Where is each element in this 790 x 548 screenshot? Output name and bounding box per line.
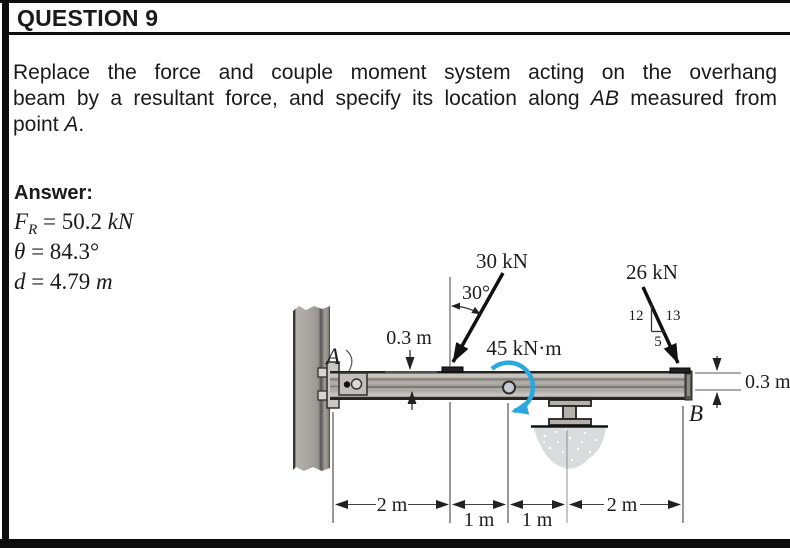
- footing-speckles: [543, 429, 598, 462]
- problem-text: measured from: [618, 87, 777, 110]
- problem-text-italic: A: [64, 113, 79, 136]
- slope-12-label: 12: [629, 308, 644, 324]
- dimension-depth-right: 0.3 m B: [689, 356, 790, 426]
- problem-text: Replace the force and couple moment syst…: [13, 61, 777, 84]
- dimension-chain: [332, 402, 684, 523]
- problem-line-3: point A.: [13, 112, 777, 138]
- math-unit: m: [95, 269, 113, 294]
- math-eq: = 84.3°: [25, 239, 100, 264]
- force-30kn-arrow: [451, 272, 505, 363]
- load-pad-26kn: [669, 367, 691, 374]
- angle-arc-30deg: [451, 302, 481, 315]
- force-26kn-label: 26 kN: [626, 260, 678, 284]
- math-eq: = 4.79: [25, 269, 96, 294]
- answer-distance: d = 4.79 m: [14, 269, 133, 299]
- answer-force-resultant: FR = 50.2 kN: [14, 209, 133, 239]
- roller-support: [531, 399, 608, 469]
- dimension-labels: 2 m 1 m 1 m 2 m: [377, 494, 638, 531]
- problem-statement: Replace the force and couple moment syst…: [13, 60, 777, 138]
- slope-13-label: 13: [666, 308, 681, 324]
- answer-label: Answer:: [14, 182, 93, 204]
- angle-30-label: 30°: [462, 282, 490, 304]
- problem-text: point: [13, 113, 65, 136]
- load-pad-30kn: [441, 366, 464, 373]
- wall-column: [293, 306, 330, 471]
- moment-arrow: [490, 360, 536, 415]
- couple-moment-45knm: 45 kN·m: [486, 336, 562, 415]
- dim-2m-right: 2 m: [607, 494, 638, 516]
- force-30kn: 30 kN 30°: [449, 249, 528, 367]
- point-a-label: A: [324, 344, 353, 372]
- heading-rule: [9, 32, 790, 35]
- force-26kn: 26 kN 12 13 5: [626, 260, 681, 364]
- post-bottom-flange: [548, 418, 592, 426]
- math-eq: = 50.2: [37, 209, 108, 234]
- problem-line-2: beam by a resultant force, and specify i…: [13, 86, 777, 112]
- answer-block: Answer: FR = 50.2 kN θ = 84.3° d = 4.79 …: [14, 182, 133, 299]
- label-a: A: [324, 344, 341, 369]
- slope-5-label: 5: [654, 334, 662, 350]
- bolt-bottom: [317, 390, 328, 401]
- answer-angle: θ = 84.3°: [14, 239, 133, 269]
- pin-hole: [350, 378, 363, 390]
- page-border-left: [2, 0, 9, 548]
- pin-bracket-a: [338, 372, 368, 396]
- label-b: B: [689, 401, 703, 426]
- dim-1m-first: 1 m: [464, 509, 495, 531]
- problem-text: .: [78, 113, 85, 136]
- force-26kn-arrow: [641, 286, 680, 364]
- math-var: θ: [14, 239, 26, 264]
- force-30kn-label: 30 kN: [476, 249, 528, 273]
- page-border-top: [0, 0, 790, 3]
- page-border-bottom: [0, 539, 790, 548]
- concrete-footing: [534, 428, 606, 469]
- problem-text-italic: AB: [590, 87, 619, 110]
- problem-line-1: Replace the force and couple moment syst…: [13, 60, 777, 86]
- post-web: [562, 405, 577, 420]
- moment-point-hole: [502, 380, 516, 395]
- bolt-top: [317, 367, 328, 378]
- pin-bolt: [343, 381, 351, 388]
- dimension-depth-left: 0.3 m: [385, 327, 437, 410]
- math-var: d: [14, 269, 26, 294]
- math-var: F: [14, 209, 29, 234]
- moment-label: 45 kN·m: [486, 336, 561, 360]
- dim-label-depth-left: 0.3 m: [386, 327, 432, 349]
- dim-2m-left: 2 m: [377, 494, 408, 516]
- math-sub: R: [28, 222, 38, 238]
- dim-1m-second: 1 m: [522, 509, 553, 531]
- problem-text: beam by a resultant force, and specify i…: [13, 87, 591, 110]
- dim-label-depth-right: 0.3 m: [745, 371, 790, 393]
- question-title: QUESTION 9: [17, 5, 159, 31]
- math-unit: kN: [107, 209, 134, 234]
- label-a-leader: [345, 349, 353, 372]
